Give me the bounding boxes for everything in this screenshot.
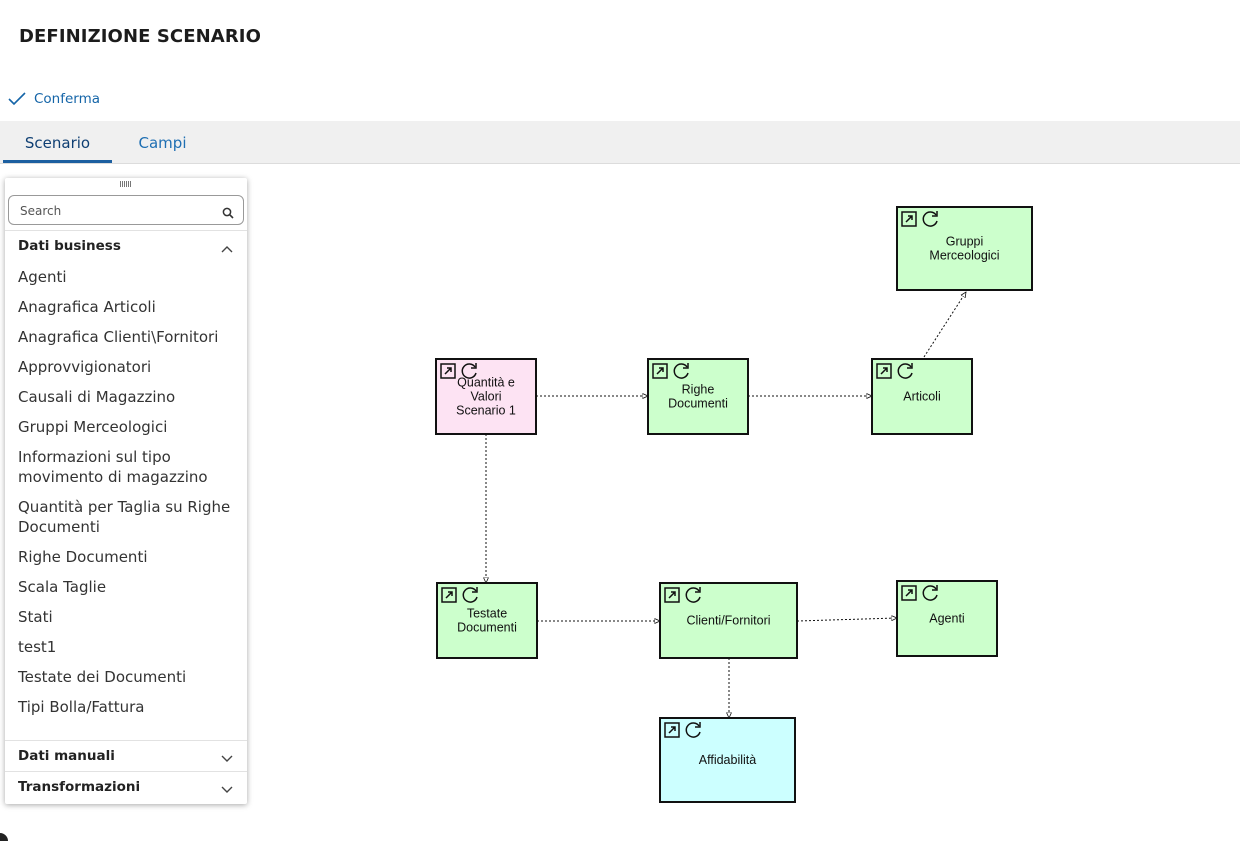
open-icon[interactable] <box>664 587 680 603</box>
node-box[interactable] <box>896 580 998 657</box>
chevron-down-icon <box>221 751 233 767</box>
node-box[interactable] <box>647 358 749 435</box>
edge-clienti-agenti[interactable] <box>796 618 897 622</box>
list-item[interactable]: Anagrafica Articoli <box>18 298 156 316</box>
section-title: Dati business <box>18 237 121 254</box>
list-item[interactable]: Testate dei Documenti <box>18 668 187 686</box>
list-item[interactable]: Scala Taglie <box>18 578 107 596</box>
section-dati-business[interactable]: Dati business <box>5 230 247 260</box>
confirm-label: Conferma <box>34 91 101 107</box>
search-icon[interactable] <box>222 204 234 223</box>
node-label: Clienti/Fornitori <box>686 614 770 628</box>
confirm-button[interactable]: Conferma <box>8 88 100 110</box>
refresh-icon[interactable] <box>462 587 478 603</box>
section-dati-manuali[interactable]: Dati manuali <box>5 740 247 770</box>
edge-articoli-gruppi[interactable] <box>923 292 966 358</box>
page-title: DEFINIZIONE SCENARIO <box>19 26 261 47</box>
node-box[interactable] <box>896 206 1033 291</box>
search-input[interactable] <box>18 203 212 219</box>
list-item[interactable]: Approvvigionatori <box>18 358 152 376</box>
open-icon[interactable] <box>652 363 668 379</box>
list-item[interactable]: Causali di Magazzino <box>18 388 176 406</box>
drag-handle[interactable] <box>120 181 132 187</box>
list-item[interactable]: test1 <box>18 638 57 656</box>
tab-bar: Scenario Campi <box>0 121 1240 164</box>
chevron-down-icon <box>221 782 233 798</box>
list-item[interactable]: Informazioni sul tipo movimento di magaz… <box>18 448 208 486</box>
node-label: Agenti <box>929 612 964 626</box>
open-icon[interactable] <box>876 363 892 379</box>
list-item[interactable]: Righe Documenti <box>18 548 148 566</box>
refresh-icon[interactable] <box>922 211 938 227</box>
list-item[interactable]: Agenti <box>18 268 67 286</box>
open-icon[interactable] <box>440 363 456 379</box>
refresh-icon[interactable] <box>685 587 701 603</box>
list-item[interactable]: Quantità per Taglia su Righe Documenti <box>18 498 231 536</box>
tab-scenario[interactable]: Scenario <box>3 121 112 163</box>
tab-campi[interactable]: Campi <box>138 134 187 152</box>
node-clienti[interactable]: Clienti/Fornitori <box>659 582 798 659</box>
node-box[interactable] <box>436 582 538 659</box>
open-icon[interactable] <box>901 211 917 227</box>
node-label: Articoli <box>903 390 941 404</box>
section-title: Transformazioni <box>18 778 141 795</box>
check-icon <box>8 92 26 106</box>
refresh-icon[interactable] <box>673 363 689 379</box>
node-box[interactable] <box>659 582 798 659</box>
list-item[interactable]: Tipi Bolla/Fattura <box>18 698 145 716</box>
open-icon[interactable] <box>901 585 917 601</box>
node-articoli[interactable]: Articoli <box>871 358 973 435</box>
refresh-icon[interactable] <box>685 722 701 738</box>
list-item[interactable]: Anagrafica Clienti\Fornitori <box>18 328 219 346</box>
section-title: Dati manuali <box>18 747 115 764</box>
node-affidabilita[interactable]: Affidabilità <box>659 717 796 803</box>
open-icon[interactable] <box>441 587 457 603</box>
entity-palette: Dati business Agenti Anagrafica Articoli… <box>5 178 247 804</box>
section-items: Agenti Anagrafica Articoli Anagrafica Cl… <box>18 262 243 722</box>
chevron-up-icon <box>221 241 233 257</box>
refresh-icon[interactable] <box>897 363 913 379</box>
refresh-icon[interactable] <box>922 585 938 601</box>
refresh-icon[interactable] <box>461 363 477 379</box>
open-icon[interactable] <box>664 722 680 738</box>
node-label: Affidabilità <box>699 753 756 767</box>
node-agenti[interactable]: Agenti <box>896 580 998 657</box>
window-corner <box>0 833 8 841</box>
node-box[interactable] <box>871 358 973 435</box>
search-box <box>8 195 244 225</box>
section-transformazioni[interactable]: Transformazioni <box>5 771 247 801</box>
node-box[interactable] <box>435 358 537 435</box>
node-box[interactable] <box>659 717 796 803</box>
list-item[interactable]: Stati <box>18 608 53 626</box>
list-item[interactable]: Gruppi Merceologici <box>18 418 168 436</box>
